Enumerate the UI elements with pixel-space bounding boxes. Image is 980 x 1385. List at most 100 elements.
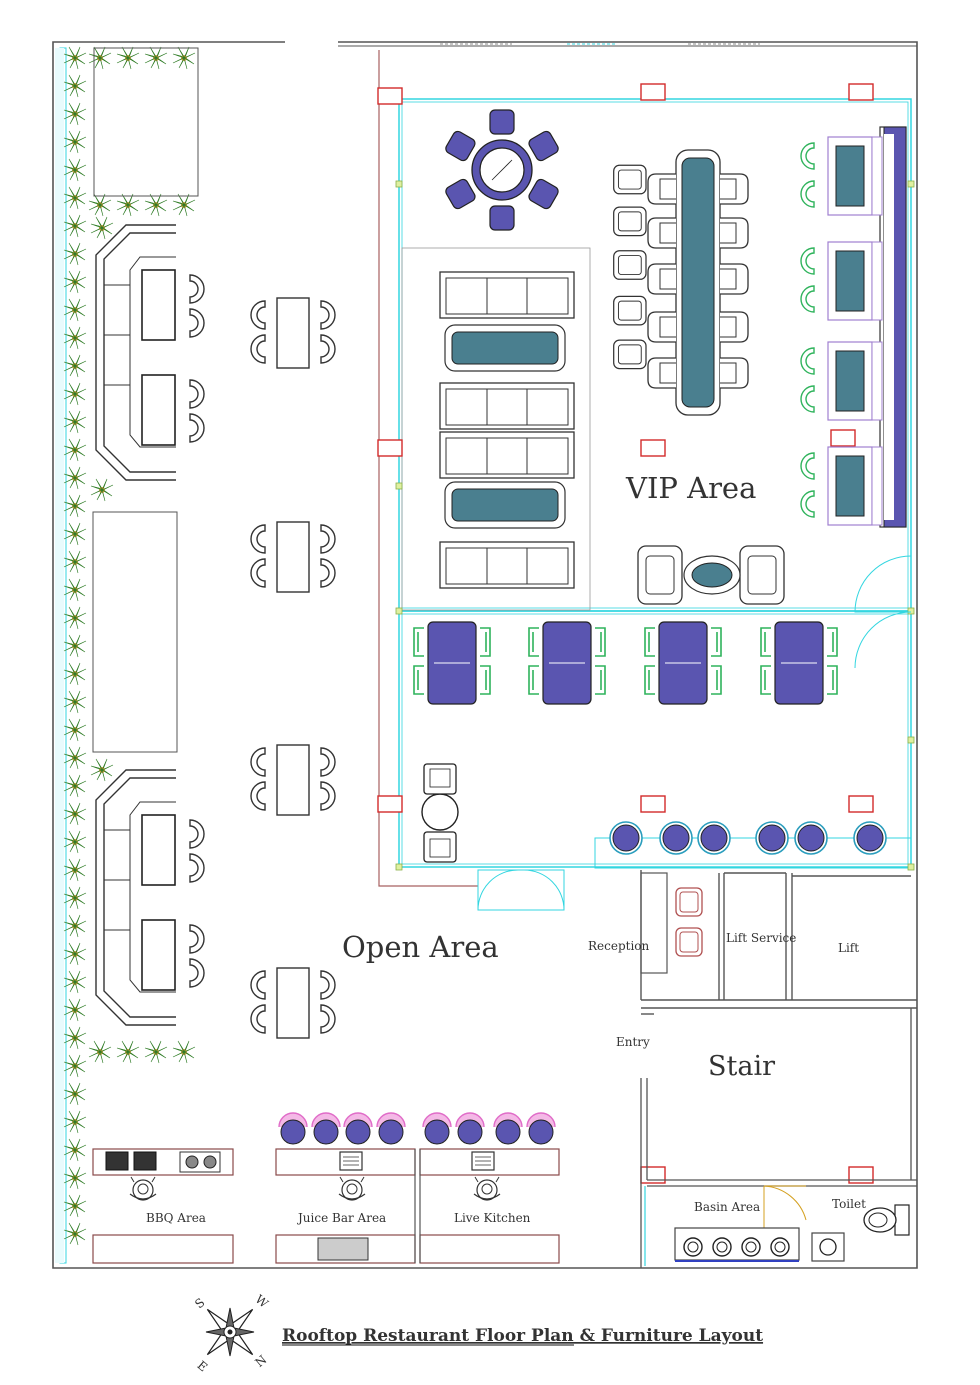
chair-icon (720, 316, 737, 338)
chair-icon (480, 665, 491, 695)
sofa-outline (95, 224, 176, 481)
table-top (451, 331, 559, 365)
stool-seat (345, 1119, 371, 1145)
chair-icon (528, 665, 539, 695)
label-toilet: Toilet (832, 1197, 866, 1211)
bottom-counters (92, 1148, 560, 1264)
juice-stool (343, 1112, 373, 1145)
toilet-seat (868, 1212, 888, 1228)
booth-seat (871, 341, 883, 421)
chair-icon (720, 263, 749, 295)
chair-icon (250, 1004, 266, 1034)
plant-icon (63, 746, 87, 770)
stool-seat (424, 1119, 450, 1145)
chair-icon (800, 452, 815, 480)
booth-table (835, 350, 865, 412)
handsink-bowl (819, 1238, 837, 1256)
armchair-seat (645, 555, 675, 595)
chair-icon (480, 627, 491, 657)
plant-icon (63, 718, 87, 742)
plant-icon (63, 578, 87, 602)
chair-icon (250, 524, 266, 554)
label-stair: Stair (708, 1051, 775, 1082)
chair-icon (800, 347, 815, 375)
person-icon (338, 1176, 366, 1201)
open-table (250, 521, 336, 593)
reception-desk (640, 872, 668, 974)
plant-icon (63, 382, 87, 406)
chair-icon (800, 285, 815, 313)
burner-icon (185, 1155, 199, 1169)
juice-stool (376, 1112, 406, 1145)
basin-drain (774, 1241, 786, 1253)
plant-icon (63, 550, 87, 574)
basin-drain (716, 1241, 728, 1253)
plant-icon (63, 494, 87, 518)
chair-icon (595, 627, 606, 657)
dining-table (528, 621, 606, 705)
reception-chair (675, 887, 703, 917)
window-marker (640, 83, 666, 101)
table-top (421, 793, 459, 831)
booth-table (141, 814, 176, 886)
appliance-grid (475, 1156, 491, 1166)
label-lift-service: Lift Service (726, 931, 796, 945)
chair-icon (720, 311, 749, 343)
window-marker (848, 83, 874, 101)
armchair-seat (747, 555, 777, 595)
chair-icon (644, 665, 655, 695)
grill-icon (105, 1151, 129, 1171)
toilet-door (763, 1185, 807, 1232)
plant-icon (63, 102, 87, 126)
plant-icon (63, 214, 87, 238)
plant-icon (88, 1040, 112, 1064)
plant-icon (88, 46, 112, 70)
plant-icon (116, 1040, 140, 1064)
chair-icon (528, 627, 539, 657)
chair-icon (720, 178, 737, 200)
stool-seat (612, 824, 640, 852)
booth-seat (871, 241, 883, 321)
chair-icon (320, 1004, 336, 1034)
sofa-outline (103, 232, 176, 473)
compass-s: S (192, 1295, 207, 1311)
booth-sofa (95, 224, 205, 481)
door-gap (285, 40, 338, 45)
basin-drain (687, 1241, 699, 1253)
sink-icon (317, 1237, 369, 1261)
chair-icon (644, 627, 655, 657)
person-icon (129, 1176, 157, 1201)
stool-seat (700, 824, 728, 852)
plant-icon (63, 914, 87, 938)
chair-icon (320, 558, 336, 588)
armchair-icon (739, 545, 785, 605)
booth-table (835, 455, 865, 517)
booth-sofa (95, 769, 205, 1026)
plant-icon (63, 270, 87, 294)
chair-icon (659, 316, 676, 338)
chair-icon (189, 308, 205, 338)
round-table (445, 109, 559, 231)
door-swing (854, 611, 912, 669)
juice-stool (422, 1112, 452, 1145)
plant-planters (63, 46, 199, 1246)
vip-booths (800, 126, 907, 528)
chair-icon (711, 665, 722, 695)
label-basin-area: Basin Area (694, 1200, 760, 1214)
chair-icon (320, 524, 336, 554)
three-seat-sofa (439, 431, 575, 479)
basin-icon (741, 1237, 761, 1257)
chair-icon (720, 357, 749, 389)
chair-icon (189, 819, 205, 849)
plant-icon (172, 1040, 196, 1064)
coffee-table (444, 324, 566, 372)
chair-icon (250, 747, 266, 777)
chair-icon (659, 222, 676, 244)
label-vip-area: VIP Area (625, 471, 756, 505)
appliance-grid (343, 1156, 359, 1166)
chair-icon (423, 763, 457, 795)
window-marker (377, 87, 403, 105)
chair-icon (647, 217, 676, 249)
handsink (811, 1232, 845, 1262)
